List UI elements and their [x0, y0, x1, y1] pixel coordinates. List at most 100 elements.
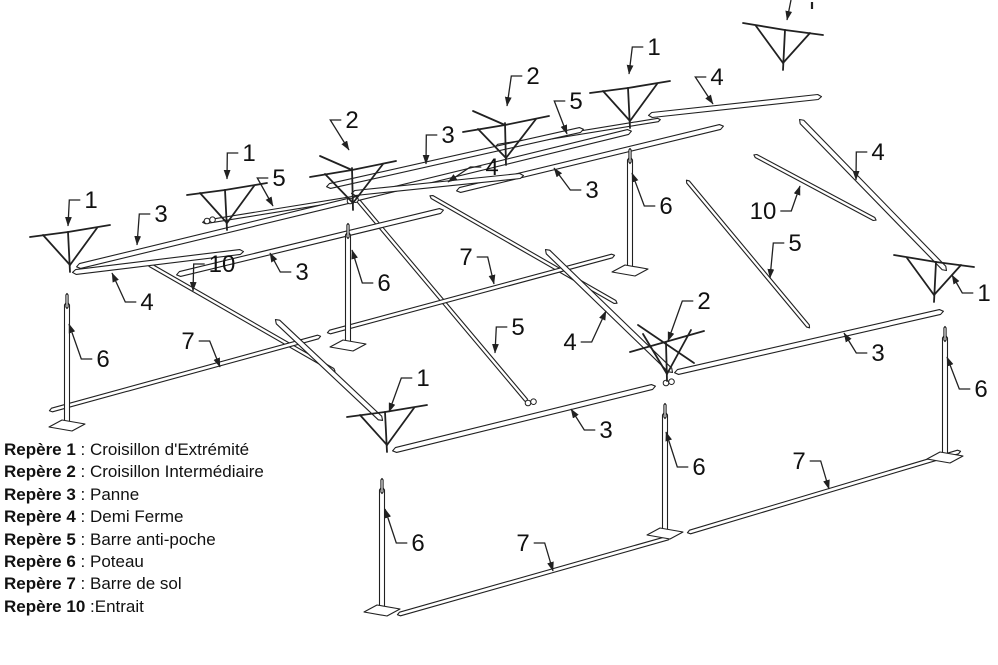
callout-number: 1 [977, 280, 990, 307]
legend-item-4: Repère 4 : Demi Ferme [4, 506, 264, 528]
callout-number: 3 [599, 417, 612, 444]
poles [48, 147, 964, 617]
callout-5: 5 [553, 88, 583, 135]
croisillon-bracket-end [186, 182, 268, 231]
callout-6: 6 [384, 508, 425, 557]
croisillon-bracket-end [589, 80, 671, 129]
callout-1: 1 [951, 274, 991, 307]
callout-number: 6 [692, 454, 705, 481]
callout-number: 3 [295, 259, 308, 286]
callout-1: 1 [626, 34, 661, 75]
callout-6: 6 [946, 356, 988, 403]
callout-number: 5 [569, 88, 582, 115]
callout-number: 1 [242, 140, 255, 167]
callout-2: 2 [504, 63, 540, 107]
callout-2: 2 [329, 107, 359, 151]
callout-number: 2 [526, 63, 539, 90]
legend-item-2: Repère 2 : Croisillon Intermédiaire [4, 461, 264, 483]
callout-3: 3 [269, 252, 309, 286]
callout-number: 1 [647, 34, 660, 61]
croisillon-bracket-mid [462, 110, 550, 166]
legend-ref: Repère 3 [4, 484, 76, 504]
croisillon-bracket-end [742, 22, 824, 71]
legend-ref: Repère 10 [4, 596, 86, 616]
callout-number: 3 [441, 122, 454, 149]
callout-number: 10 [750, 198, 777, 225]
legend-part-name: : Croisillon Intermédiaire [75, 462, 264, 482]
callout-7: 7 [181, 328, 221, 368]
croisillon-bracket-mid [309, 155, 397, 211]
callout-4: 4 [694, 64, 724, 105]
callout-3: 3 [553, 167, 599, 204]
callout-1: 1 [223, 140, 256, 180]
legend-ref: Repère 6 [4, 552, 76, 572]
frame-bars-purlin [76, 124, 944, 453]
callout-number: 3 [154, 201, 167, 228]
frame-bars-ground [48, 253, 962, 617]
legend-part-name: : Croisillon d'Extrémité [75, 440, 250, 459]
callout-7: 7 [792, 448, 830, 490]
callout-number: 6 [411, 530, 424, 557]
callout-5: 5 [767, 230, 802, 279]
callout-6: 6 [68, 323, 110, 373]
callout-number: 4 [871, 139, 884, 166]
legend-item-3: Repère 3 : Panne [4, 484, 264, 506]
callout-10: 10 [189, 251, 236, 292]
legend-ref: Repère 7 [4, 574, 76, 594]
legend-part-name: : Barre anti-poche [75, 529, 216, 549]
legend-part-name: :Entrait [85, 596, 144, 616]
croisillon-bracket-end [29, 224, 111, 273]
legend-part-name: : Barre de sol [75, 574, 182, 594]
legend-ref: Repère 5 [4, 529, 76, 549]
frame-bars-rafter [71, 93, 947, 421]
callout-number: 6 [974, 376, 987, 403]
croisillon-bracket-end [893, 254, 975, 303]
callout-10: 10 [750, 185, 801, 225]
callout-6: 6 [351, 249, 391, 297]
legend-ref: Repère 1 [4, 440, 76, 459]
callout-6: 6 [665, 431, 706, 481]
legend-item-6: Repère 6 : Poteau [4, 551, 264, 573]
callout-4: 4 [447, 154, 499, 183]
callout-number: 5 [788, 230, 801, 257]
legend-ref: Repère 2 [4, 462, 76, 482]
callout-3: 3 [134, 201, 168, 246]
callout-5: 5 [492, 314, 525, 354]
callout-number: 6 [96, 346, 109, 373]
callout-3: 3 [843, 332, 885, 367]
callout-1: 1 [65, 187, 98, 227]
callout-number: 4 [140, 289, 153, 316]
callout-4: 4 [852, 139, 885, 181]
callout-3: 3 [570, 408, 613, 444]
callout-number: 4 [485, 154, 498, 181]
legend-item-8: Repère 10 :Entrait [4, 596, 264, 618]
callout-number: 4 [710, 64, 723, 91]
callout-number: 7 [792, 448, 805, 475]
legend-item-5: Repère 5 : Barre anti-poche [4, 529, 264, 551]
croisillon-bracket-star [629, 324, 705, 382]
callout-5: 5 [256, 165, 286, 207]
callout-number: 4 [563, 329, 576, 356]
legend-part-name: : Poteau [75, 552, 144, 572]
callout-3: 3 [422, 122, 455, 165]
callout-number: 2 [697, 288, 710, 315]
callout-number: 1 [84, 187, 97, 214]
callout-number: 6 [377, 270, 390, 297]
callout-number: 10 [209, 251, 236, 278]
callout-number: 6 [659, 193, 672, 220]
callout-4: 4 [563, 310, 607, 356]
legend-item-7: Repère 7 : Barre de sol [4, 573, 264, 595]
callout-2: 2 [667, 288, 711, 342]
legend-item-1: Repère 1 : Croisillon d'Extrémité [4, 439, 264, 461]
cutoff-callout [785, 0, 814, 21]
callout-number: 1 [416, 365, 429, 392]
legend-part-name: : Panne [75, 484, 140, 504]
legend-part-name: : Demi Ferme [75, 507, 184, 527]
callout-number: 7 [516, 530, 529, 557]
callout-number: 5 [511, 314, 524, 341]
callout-1: 1 [388, 365, 430, 413]
callout-number: 3 [585, 177, 598, 204]
callout-number: 5 [272, 165, 285, 192]
